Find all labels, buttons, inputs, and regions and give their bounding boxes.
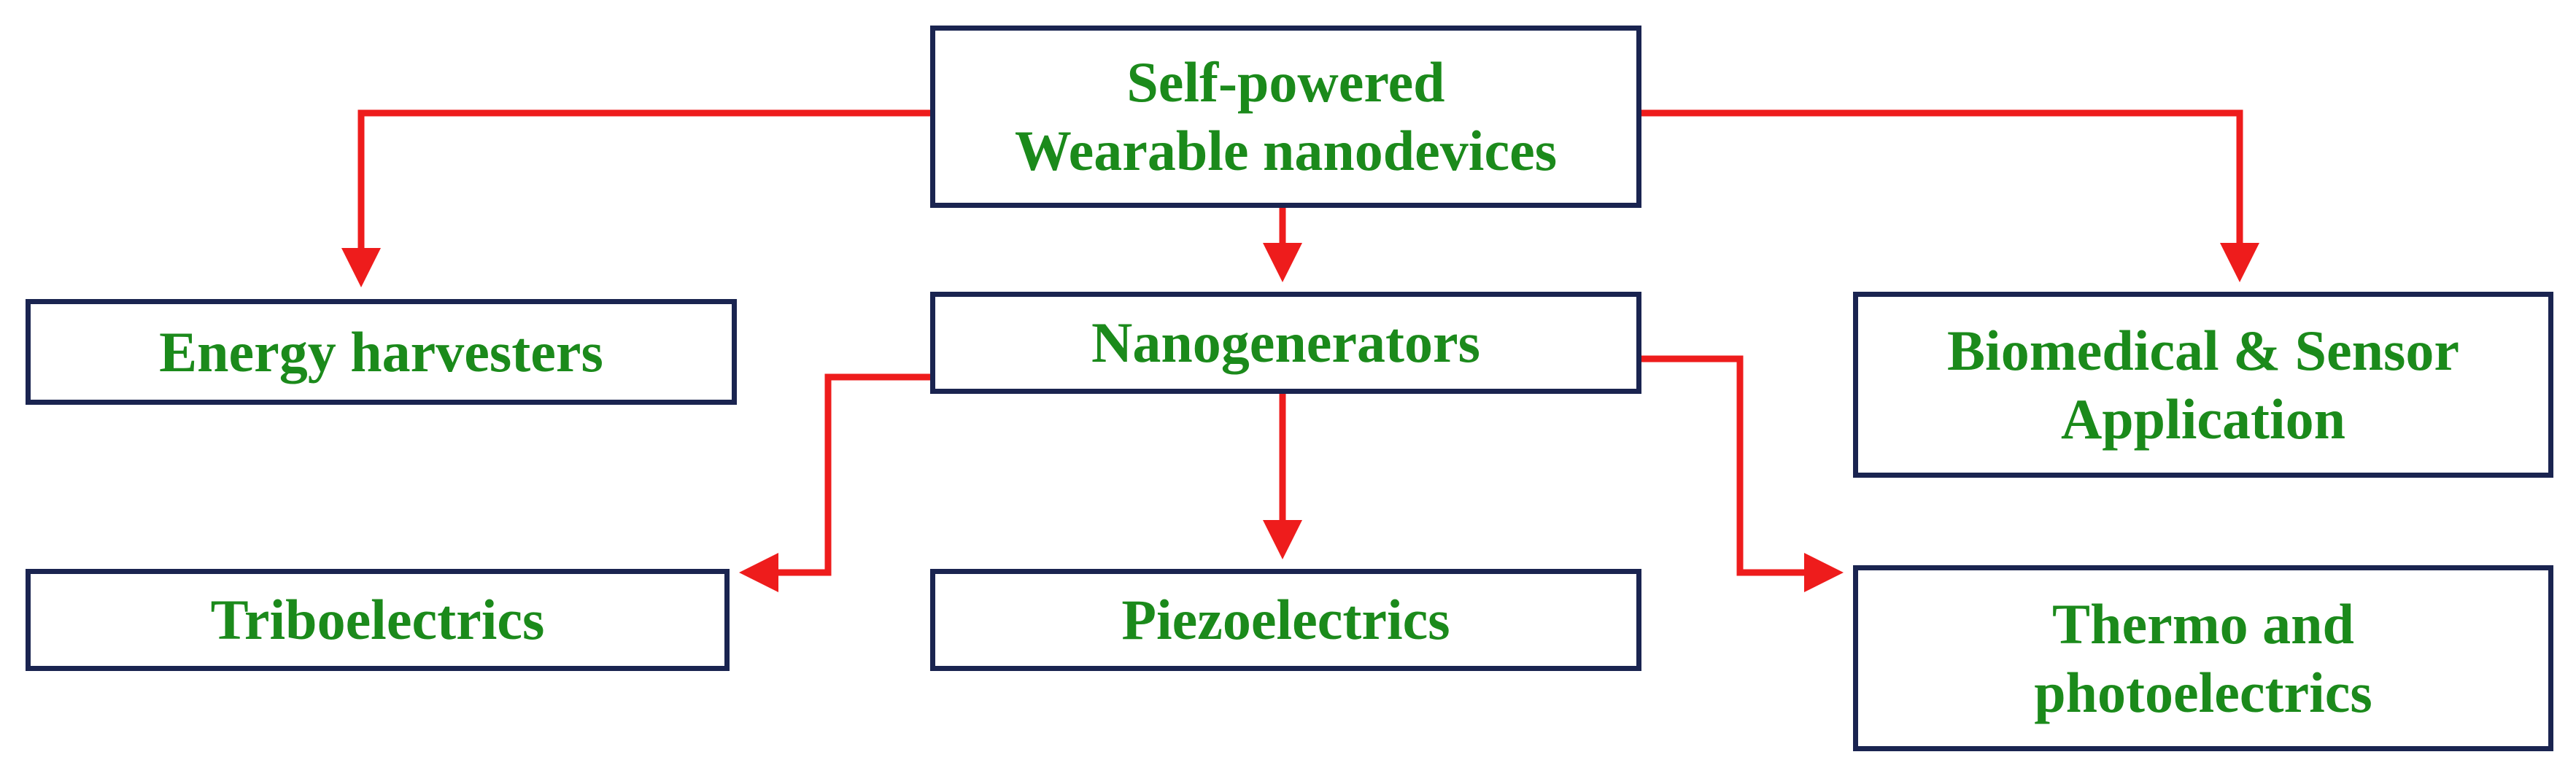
node-piezoelectrics: Piezoelectrics xyxy=(930,569,1641,671)
node-middle-line1: Nanogenerators xyxy=(1091,311,1480,375)
node-right-line1: Biomedical & Sensor xyxy=(1947,318,2459,382)
node-piezo-line1: Piezoelectrics xyxy=(1121,588,1450,652)
node-top-line2: Wearable nanodevices xyxy=(1014,119,1558,182)
node-right-line2: Application xyxy=(2060,387,2346,451)
arrow-top-to-biomedical xyxy=(1641,109,2259,282)
node-top-line1: Self-powered xyxy=(1126,50,1445,115)
arrow-nanogenerators-to-triboelectrics xyxy=(739,373,930,592)
node-energy-harvesters: Energy harvesters xyxy=(26,299,737,405)
node-thermo-line2: photoelectrics xyxy=(2034,660,2372,724)
arrow-nanogenerators-to-thermo xyxy=(1641,355,1844,592)
node-tribo-line1: Triboelectrics xyxy=(210,588,545,652)
node-biomedical-sensor-application: Biomedical & Sensor Application xyxy=(1853,292,2553,478)
node-thermo-photoelectrics: Thermo and photoelectrics xyxy=(1853,565,2553,751)
node-triboelectrics: Triboelectrics xyxy=(26,569,730,671)
node-left-line1: Energy harvesters xyxy=(159,319,603,384)
arrow-top-to-energy-harvesters xyxy=(341,109,930,287)
node-self-powered-wearable-nanodevices: Self-powered Wearable nanodevices xyxy=(930,26,1641,208)
node-thermo-line1: Thermo and xyxy=(2052,591,2354,656)
node-nanogenerators: Nanogenerators xyxy=(930,292,1641,394)
